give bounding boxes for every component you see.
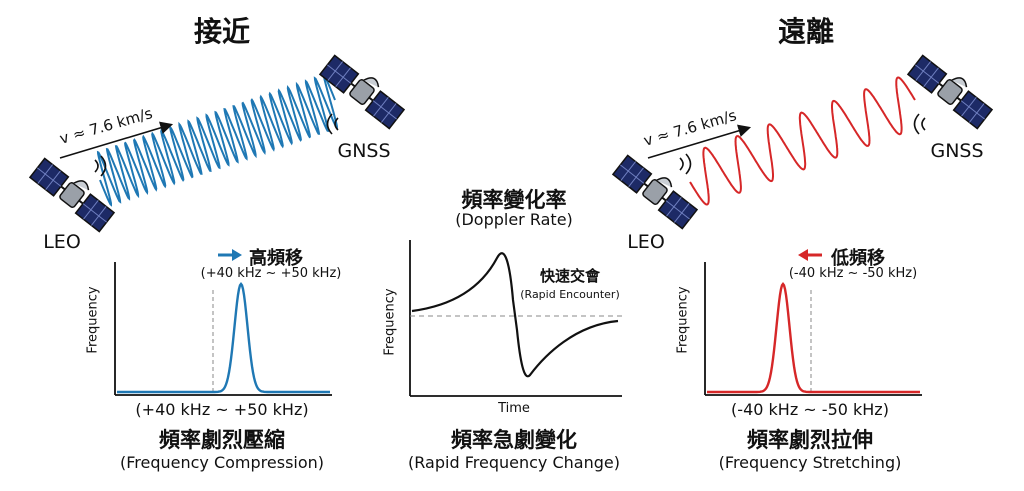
caption-en-right: (Frequency Stretching) bbox=[718, 453, 902, 472]
compressed-wave bbox=[96, 73, 339, 207]
rapid-encounter-label: 快速交會 bbox=[539, 267, 601, 285]
caption-en-middle: (Rapid Frequency Change) bbox=[408, 453, 620, 472]
left-panel bbox=[28, 49, 409, 396]
range-bottom-left: (+40 kHz ~ +50 kHz) bbox=[135, 400, 309, 419]
signal-waves-icon bbox=[94, 155, 107, 177]
leo-satellite-right bbox=[611, 149, 702, 230]
shift-range-top-right: (-40 kHz ~ -50 kHz) bbox=[788, 266, 918, 281]
heading-approach: 接近 bbox=[193, 15, 251, 48]
right-panel bbox=[611, 49, 997, 396]
signal-waves-icon bbox=[326, 113, 339, 135]
frequency-peak-curve bbox=[117, 282, 330, 394]
caption-zh-left: 頻率劇烈壓縮 bbox=[159, 428, 285, 452]
middle-panel bbox=[409, 240, 622, 397]
caption-zh-middle: 頻率急劇變化 bbox=[451, 428, 577, 452]
y-axis-label-left: Frequency bbox=[85, 286, 101, 354]
velocity-arrow-right bbox=[647, 124, 752, 159]
leo-label-left: LEO bbox=[43, 231, 81, 253]
stretched-wave bbox=[689, 76, 916, 206]
shift-range-top-left: (+40 kHz ~ +50 kHz) bbox=[200, 266, 342, 281]
y-axis-label-middle: Frequency bbox=[382, 288, 398, 356]
gnss-satellite-left bbox=[318, 49, 409, 130]
range-bottom-right: (-40 kHz ~ -50 kHz) bbox=[731, 400, 889, 419]
x-axis-label-middle: Time bbox=[498, 401, 530, 416]
gnss-label-right: GNSS bbox=[930, 140, 984, 162]
rapid-encounter-subtitle: (Rapid Encounter) bbox=[520, 288, 620, 301]
doppler-rate-subtitle: (Doppler Rate) bbox=[455, 210, 573, 229]
signal-waves-icon bbox=[913, 113, 926, 135]
heading-recede: 遠離 bbox=[777, 15, 835, 48]
doppler-rate-curve bbox=[411, 252, 619, 378]
caption-en-left: (Frequency Compression) bbox=[119, 453, 325, 472]
frequency-peak-curve bbox=[707, 282, 920, 394]
velocity-arrow-left bbox=[59, 121, 174, 159]
leo-label-right: LEO bbox=[627, 231, 665, 253]
signal-waves-icon bbox=[679, 153, 692, 175]
y-axis-label-right: Frequency bbox=[675, 286, 691, 354]
doppler-rate-title: 頻率變化率 bbox=[461, 188, 567, 212]
shift-title-left: 高頻移 bbox=[249, 248, 303, 269]
gnss-label-left: GNSS bbox=[337, 140, 391, 162]
gnss-satellite-right bbox=[906, 49, 997, 130]
caption-zh-right: 頻率劇烈拉伸 bbox=[747, 428, 873, 452]
shift-title-right: 低頻移 bbox=[831, 248, 885, 269]
